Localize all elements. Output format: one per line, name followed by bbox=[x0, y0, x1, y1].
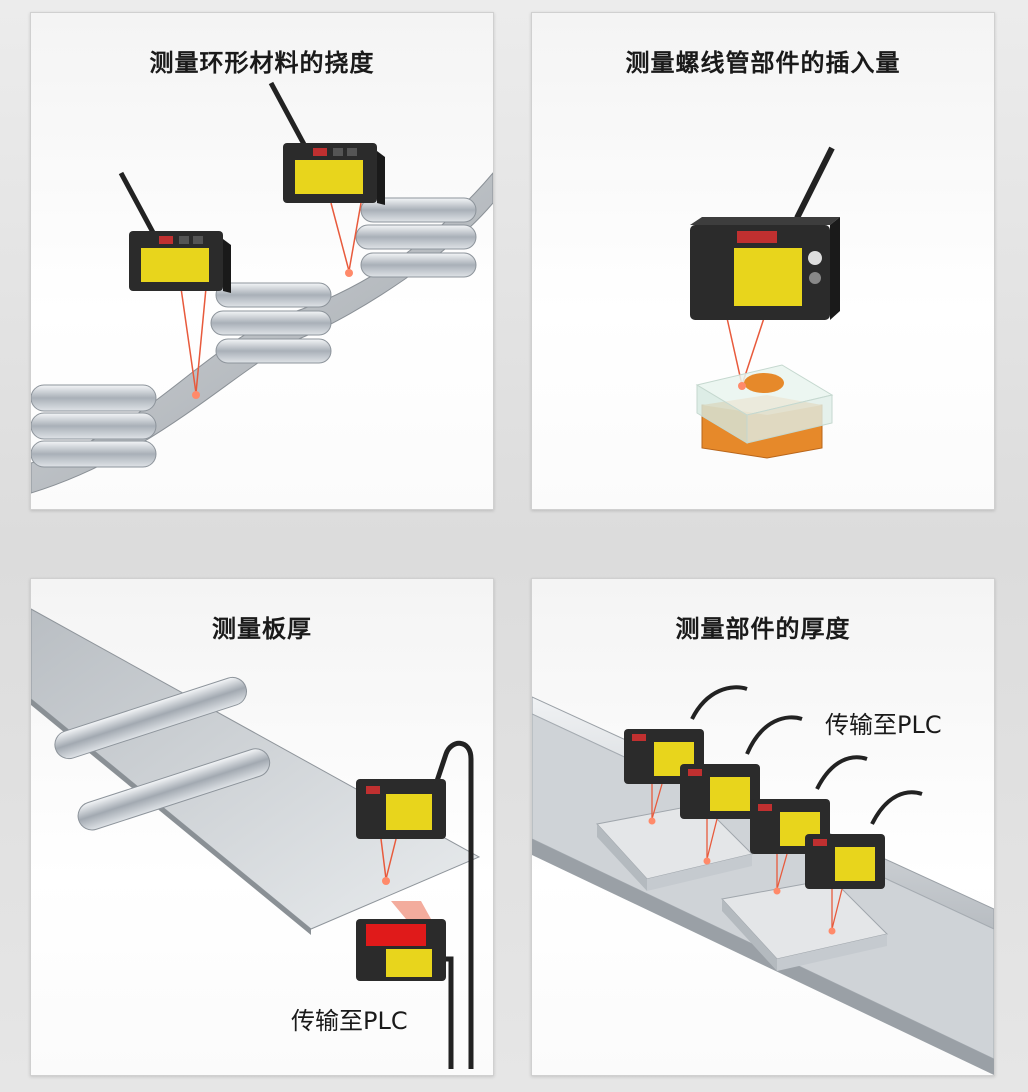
ring-deflection-illustration bbox=[31, 81, 493, 494]
workpiece bbox=[596, 803, 753, 891]
sensor-cable bbox=[118, 171, 159, 240]
roller-pair-right bbox=[355, 197, 477, 278]
output-label: 传输至PLC bbox=[825, 711, 942, 739]
laser-spot bbox=[648, 817, 656, 825]
laser-beams bbox=[180, 202, 362, 394]
part-thickness-illustration bbox=[532, 685, 994, 1075]
plate-thickness-illustration bbox=[31, 608, 481, 1069]
laser-spot bbox=[773, 887, 781, 895]
sensor-cable bbox=[268, 81, 309, 150]
laser-sensor-lower bbox=[356, 919, 446, 981]
panel-title: 测量部件的厚度 bbox=[675, 615, 851, 643]
sensor-cable bbox=[428, 740, 474, 1069]
laser-sensor bbox=[680, 764, 760, 819]
laser-sensor bbox=[805, 834, 885, 889]
roller-pair bbox=[54, 676, 271, 831]
solenoid-part bbox=[695, 364, 834, 459]
panel-title: 测量螺线管部件的插入量 bbox=[625, 49, 901, 77]
laser-spot bbox=[738, 382, 746, 390]
roller-pair-middle bbox=[210, 282, 332, 364]
panel-part-thickness: 测量部件的厚度 传输至PLC bbox=[531, 578, 995, 1076]
solenoid-insertion-illustration bbox=[690, 146, 840, 459]
panel-title: 测量板厚 bbox=[212, 615, 312, 643]
sensor-cables bbox=[690, 685, 923, 825]
output-label: 传输至PLC bbox=[291, 1007, 408, 1035]
roller-pair-left bbox=[31, 384, 157, 468]
laser-sensor bbox=[283, 143, 385, 205]
panel-plate-thickness: 测量板厚 传输至PLC bbox=[30, 578, 494, 1076]
panel-solenoid-insertion: 测量螺线管部件的插入量 bbox=[531, 12, 995, 510]
laser-spot bbox=[703, 857, 711, 865]
sensor-cable bbox=[794, 146, 835, 220]
laser-sensor-upper bbox=[356, 779, 446, 839]
laser-spot bbox=[192, 391, 200, 399]
laser-sensor bbox=[690, 217, 840, 320]
laser-spot bbox=[345, 269, 353, 277]
laser-spot bbox=[382, 877, 390, 885]
laser-spot bbox=[828, 927, 836, 935]
panel-ring-deflection: 测量环形材料的挠度 bbox=[30, 12, 494, 510]
laser-beams bbox=[380, 838, 397, 880]
laser-sensor bbox=[129, 231, 231, 293]
workpiece bbox=[721, 878, 888, 971]
laser-beam-lower bbox=[391, 901, 431, 919]
panel-title: 测量环形材料的挠度 bbox=[149, 49, 375, 77]
laser-beams bbox=[651, 783, 843, 930]
